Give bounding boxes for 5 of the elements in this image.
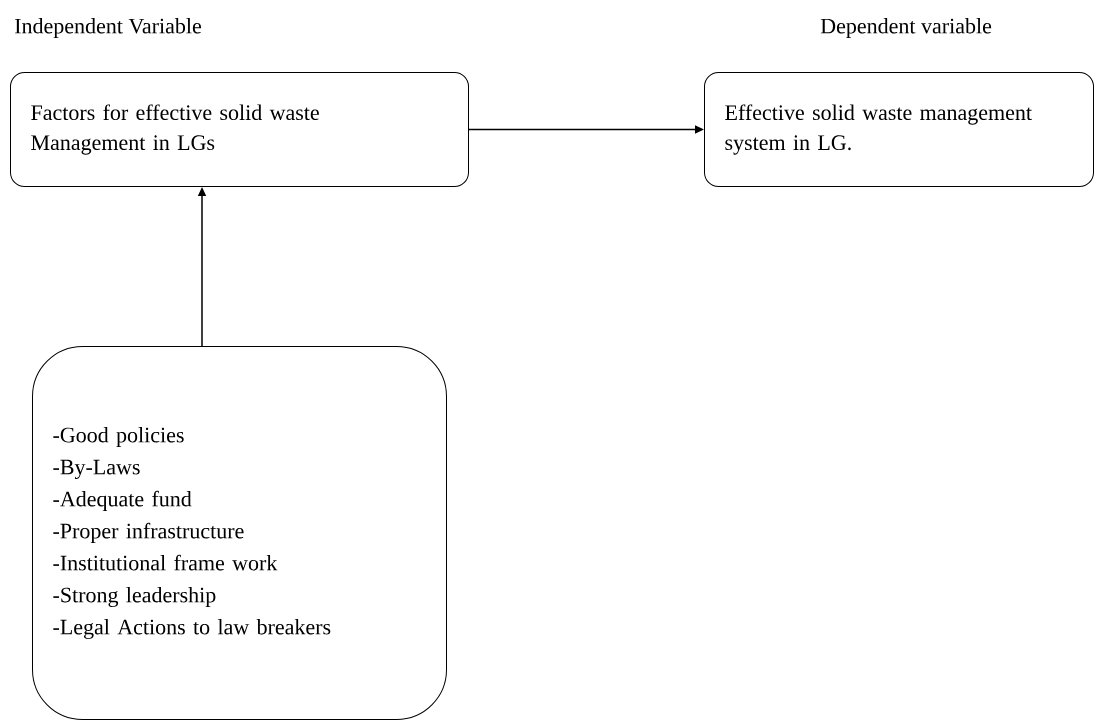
text-box: Factors for effective solid waste Management in LGs xyxy=(10,72,469,187)
text-box: -Good policies -By-Laws -Adequate fund -Proper infrastructure -Institutional frame work -Strong leadership -Legal Actions to law breakers xyxy=(32,346,447,720)
heading: Dependent variable xyxy=(820,18,992,38)
text-box: Effective solid waste management system in LG. xyxy=(704,72,1094,187)
heading: Independent Variable xyxy=(15,18,201,38)
